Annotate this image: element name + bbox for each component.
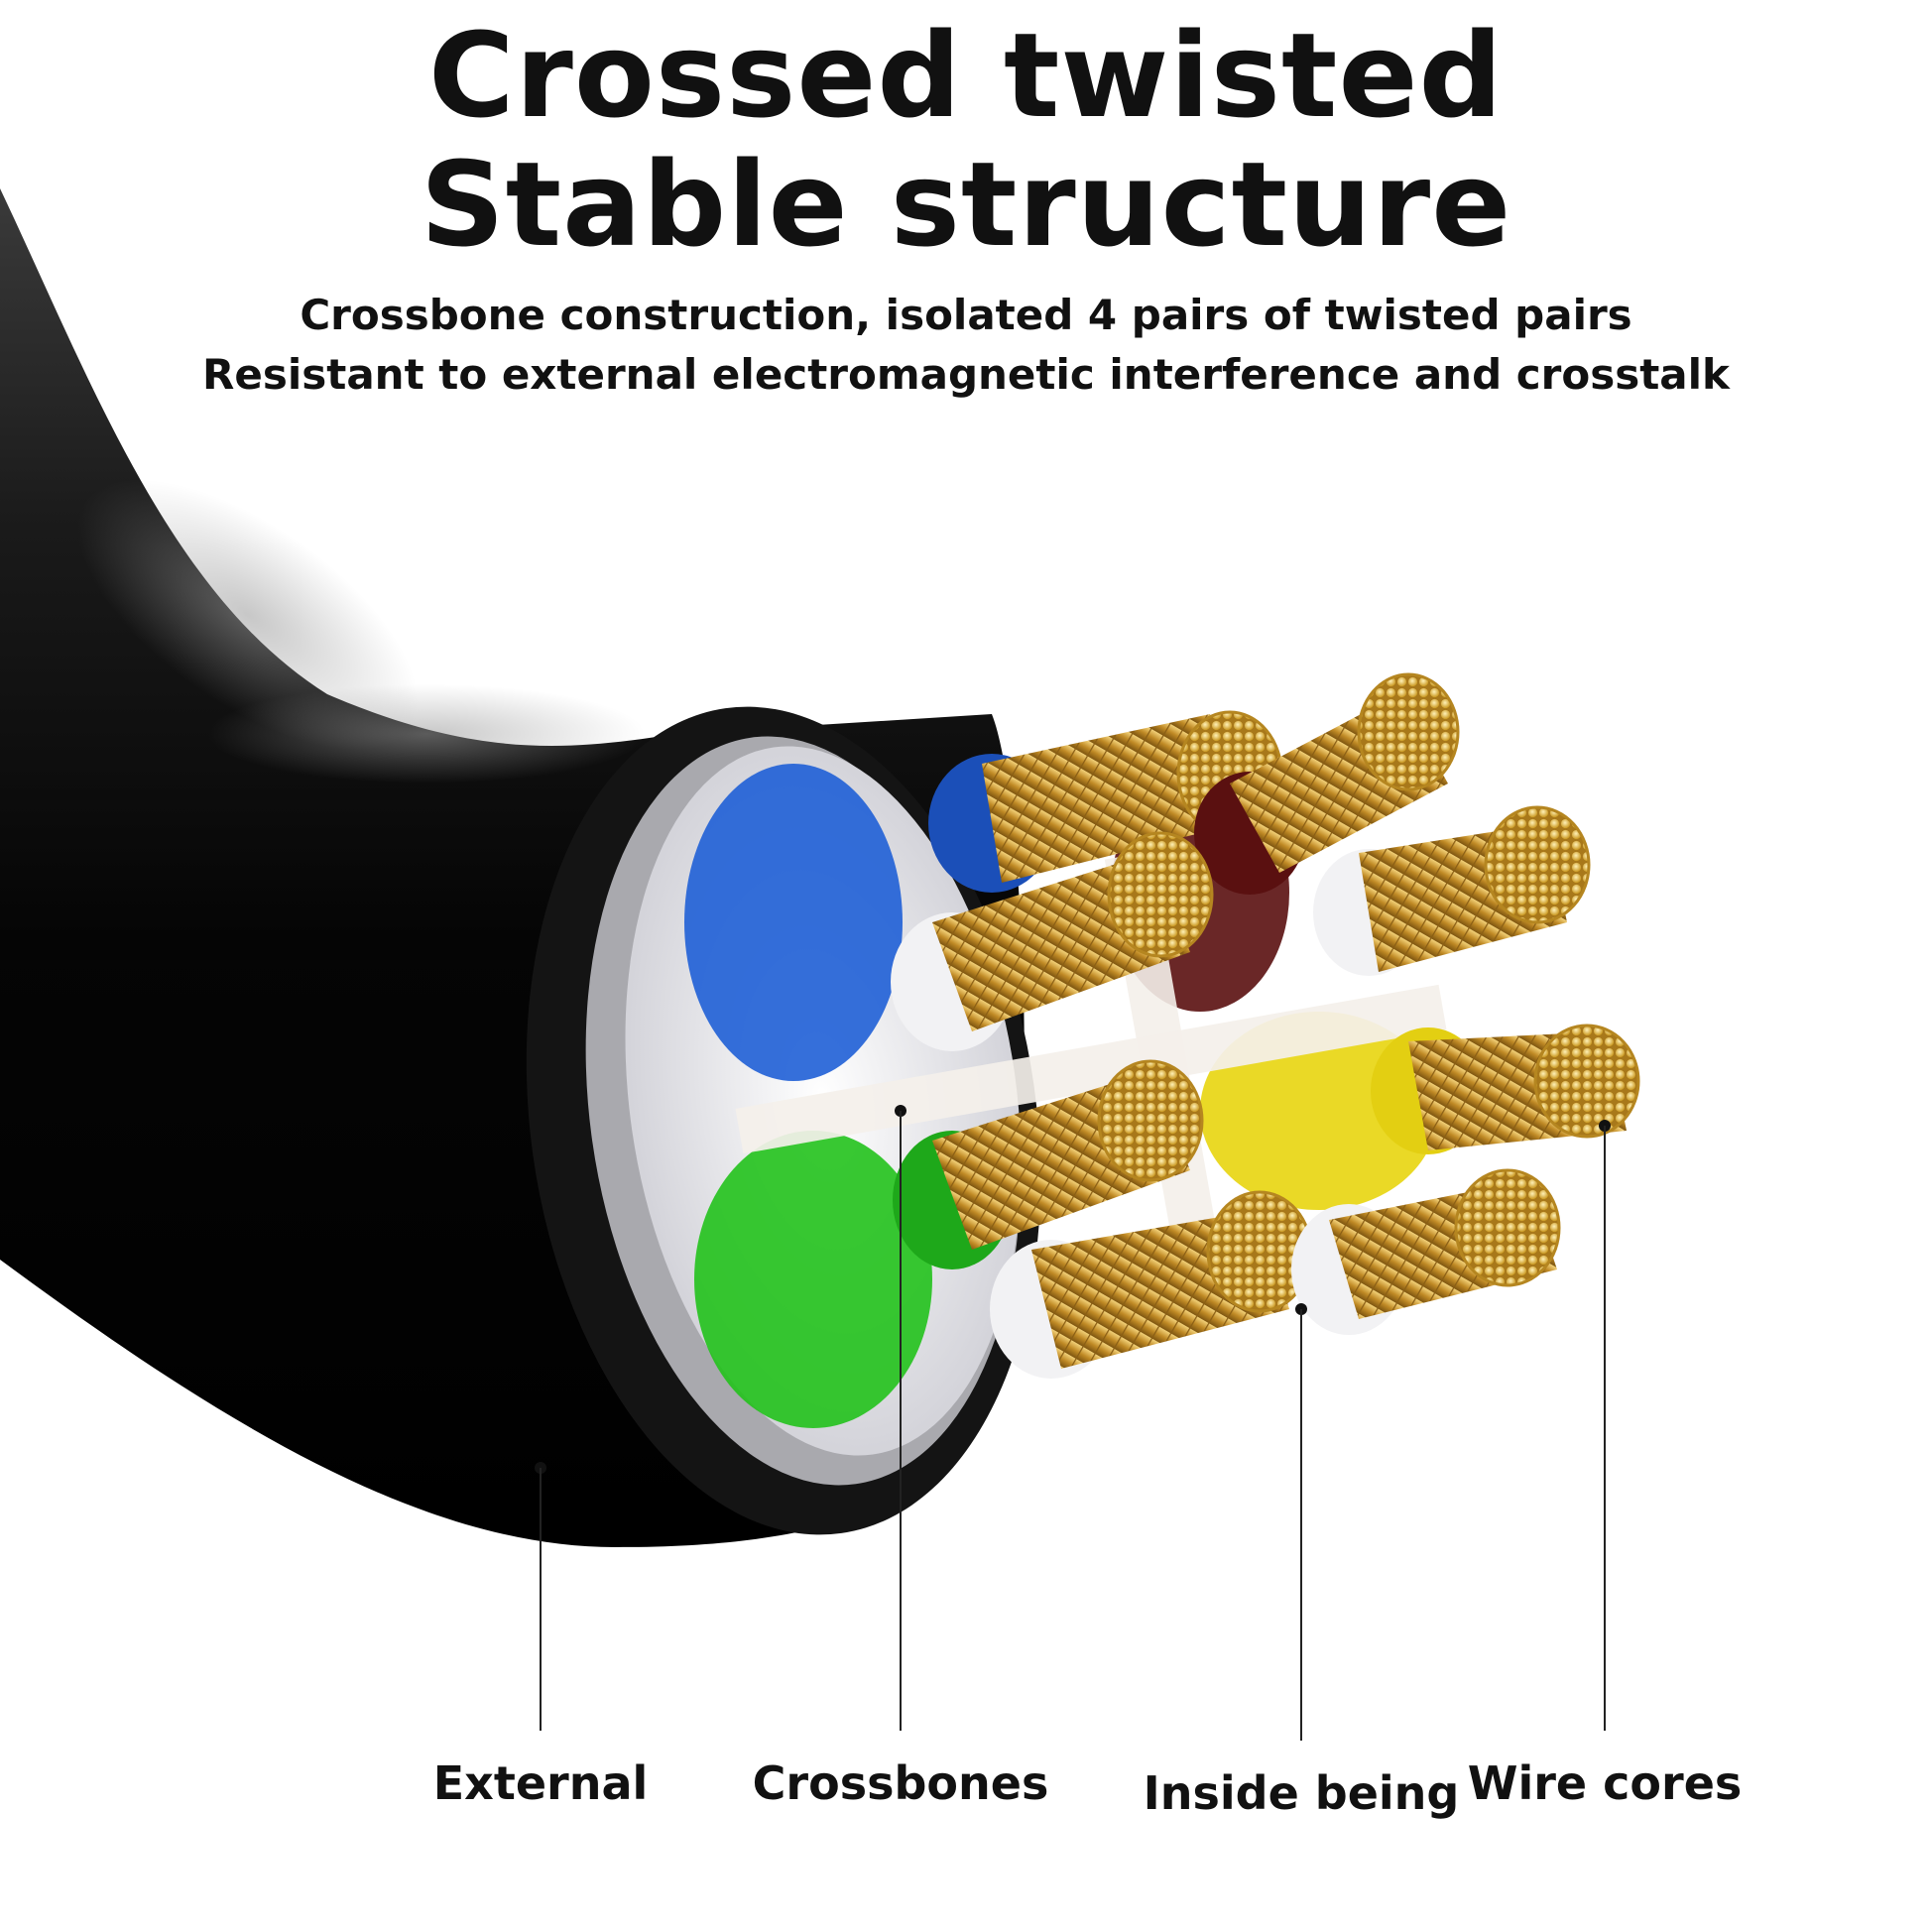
jacket-highlight <box>77 479 419 751</box>
green-insulation <box>694 1131 932 1428</box>
callout-inside-being-leader <box>1295 1303 1307 1741</box>
label-wire-cores: Wire cores <box>1467 1756 1743 1810</box>
title-line-1: Crossed twisted <box>428 7 1504 144</box>
wire-core-8 <box>1291 1168 1561 1335</box>
jacket-highlight-2 <box>208 684 645 784</box>
wire-core-7 <box>990 1190 1313 1379</box>
callout-external-leader <box>535 1462 546 1731</box>
wire-core-2 <box>1194 672 1460 895</box>
blue-insulation <box>684 764 903 1081</box>
callout-crossbones-leader <box>895 1105 906 1731</box>
wire-core-3 <box>1313 805 1591 976</box>
title-line-2: Stable structure <box>420 136 1512 273</box>
wire-core-6 <box>893 1059 1204 1269</box>
subtitle-line-2: Resistant to external electromagnetic in… <box>202 350 1730 399</box>
label-inside-being: Inside being <box>1143 1766 1460 1820</box>
label-crossbones: Crossbones <box>752 1756 1049 1810</box>
wire-core-4 <box>891 831 1214 1051</box>
subtitle-line-1: Crossbone construction, isolated 4 pairs… <box>300 291 1632 339</box>
callout-wire-cores-leader <box>1599 1120 1611 1731</box>
wire-core-5 <box>1371 1024 1640 1154</box>
label-external: External <box>432 1756 649 1810</box>
crossbone-horizontal <box>735 984 1447 1154</box>
